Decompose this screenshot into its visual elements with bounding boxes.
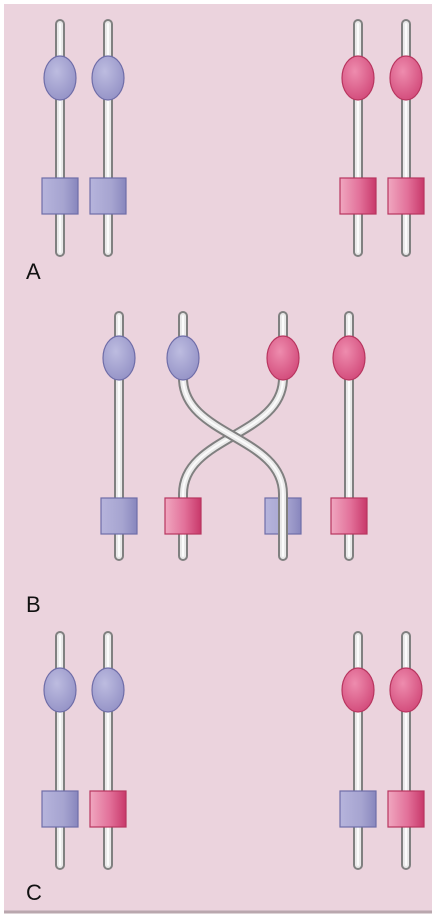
panel-b: B — [26, 311, 368, 617]
chromatid-a-1 — [41, 19, 79, 257]
centromere-oval-blue — [43, 667, 77, 713]
diagram-background — [4, 4, 432, 912]
rod-highlight — [182, 315, 284, 557]
gene-box-pink — [387, 790, 425, 828]
panel-c-label: C — [26, 880, 42, 905]
chromatid-b-4 — [330, 311, 368, 561]
centromere-oval-pink — [266, 335, 300, 381]
centromere-oval-blue — [166, 335, 200, 381]
chromatid-a-3 — [339, 19, 377, 257]
gene-box-pink — [330, 497, 368, 535]
gene-box-pink — [89, 790, 127, 828]
chromatid-a-2 — [89, 19, 127, 257]
gene-box-blue — [89, 177, 127, 215]
centromere-oval-blue — [91, 667, 125, 713]
chromatid-c-4 — [387, 631, 425, 870]
panel-c: C — [26, 631, 425, 905]
chromatid-c-2 — [89, 631, 127, 870]
panel-a: A — [26, 19, 425, 284]
gene-box-blue — [100, 497, 138, 535]
centromere-oval-pink — [332, 335, 366, 381]
chromatid-c-3 — [339, 631, 377, 870]
gene-box-pink — [339, 177, 377, 215]
panel-b-label: B — [26, 592, 41, 617]
chromatid-a-4 — [387, 19, 425, 257]
centromere-oval-blue — [43, 55, 77, 101]
gene-box-pink — [164, 497, 202, 535]
centromere-oval-pink — [341, 667, 375, 713]
chromatid-b-1 — [100, 311, 138, 561]
gene-box-blue — [41, 177, 79, 215]
centromere-oval-pink — [389, 667, 423, 713]
panel-a-label: A — [26, 259, 41, 284]
centromere-oval-blue — [91, 55, 125, 101]
gene-box-blue — [339, 790, 377, 828]
chromatid-c-1 — [41, 631, 79, 870]
gene-box-blue — [41, 790, 79, 828]
panel-c-chromatids — [41, 631, 425, 870]
centromere-oval-pink — [341, 55, 375, 101]
centromere-oval-blue — [102, 335, 136, 381]
chromatid-b-2 — [164, 311, 288, 561]
panel-b-chromatids — [100, 311, 368, 561]
centromere-oval-pink — [389, 55, 423, 101]
gene-box-pink — [387, 177, 425, 215]
panel-a-chromatids — [41, 19, 425, 257]
